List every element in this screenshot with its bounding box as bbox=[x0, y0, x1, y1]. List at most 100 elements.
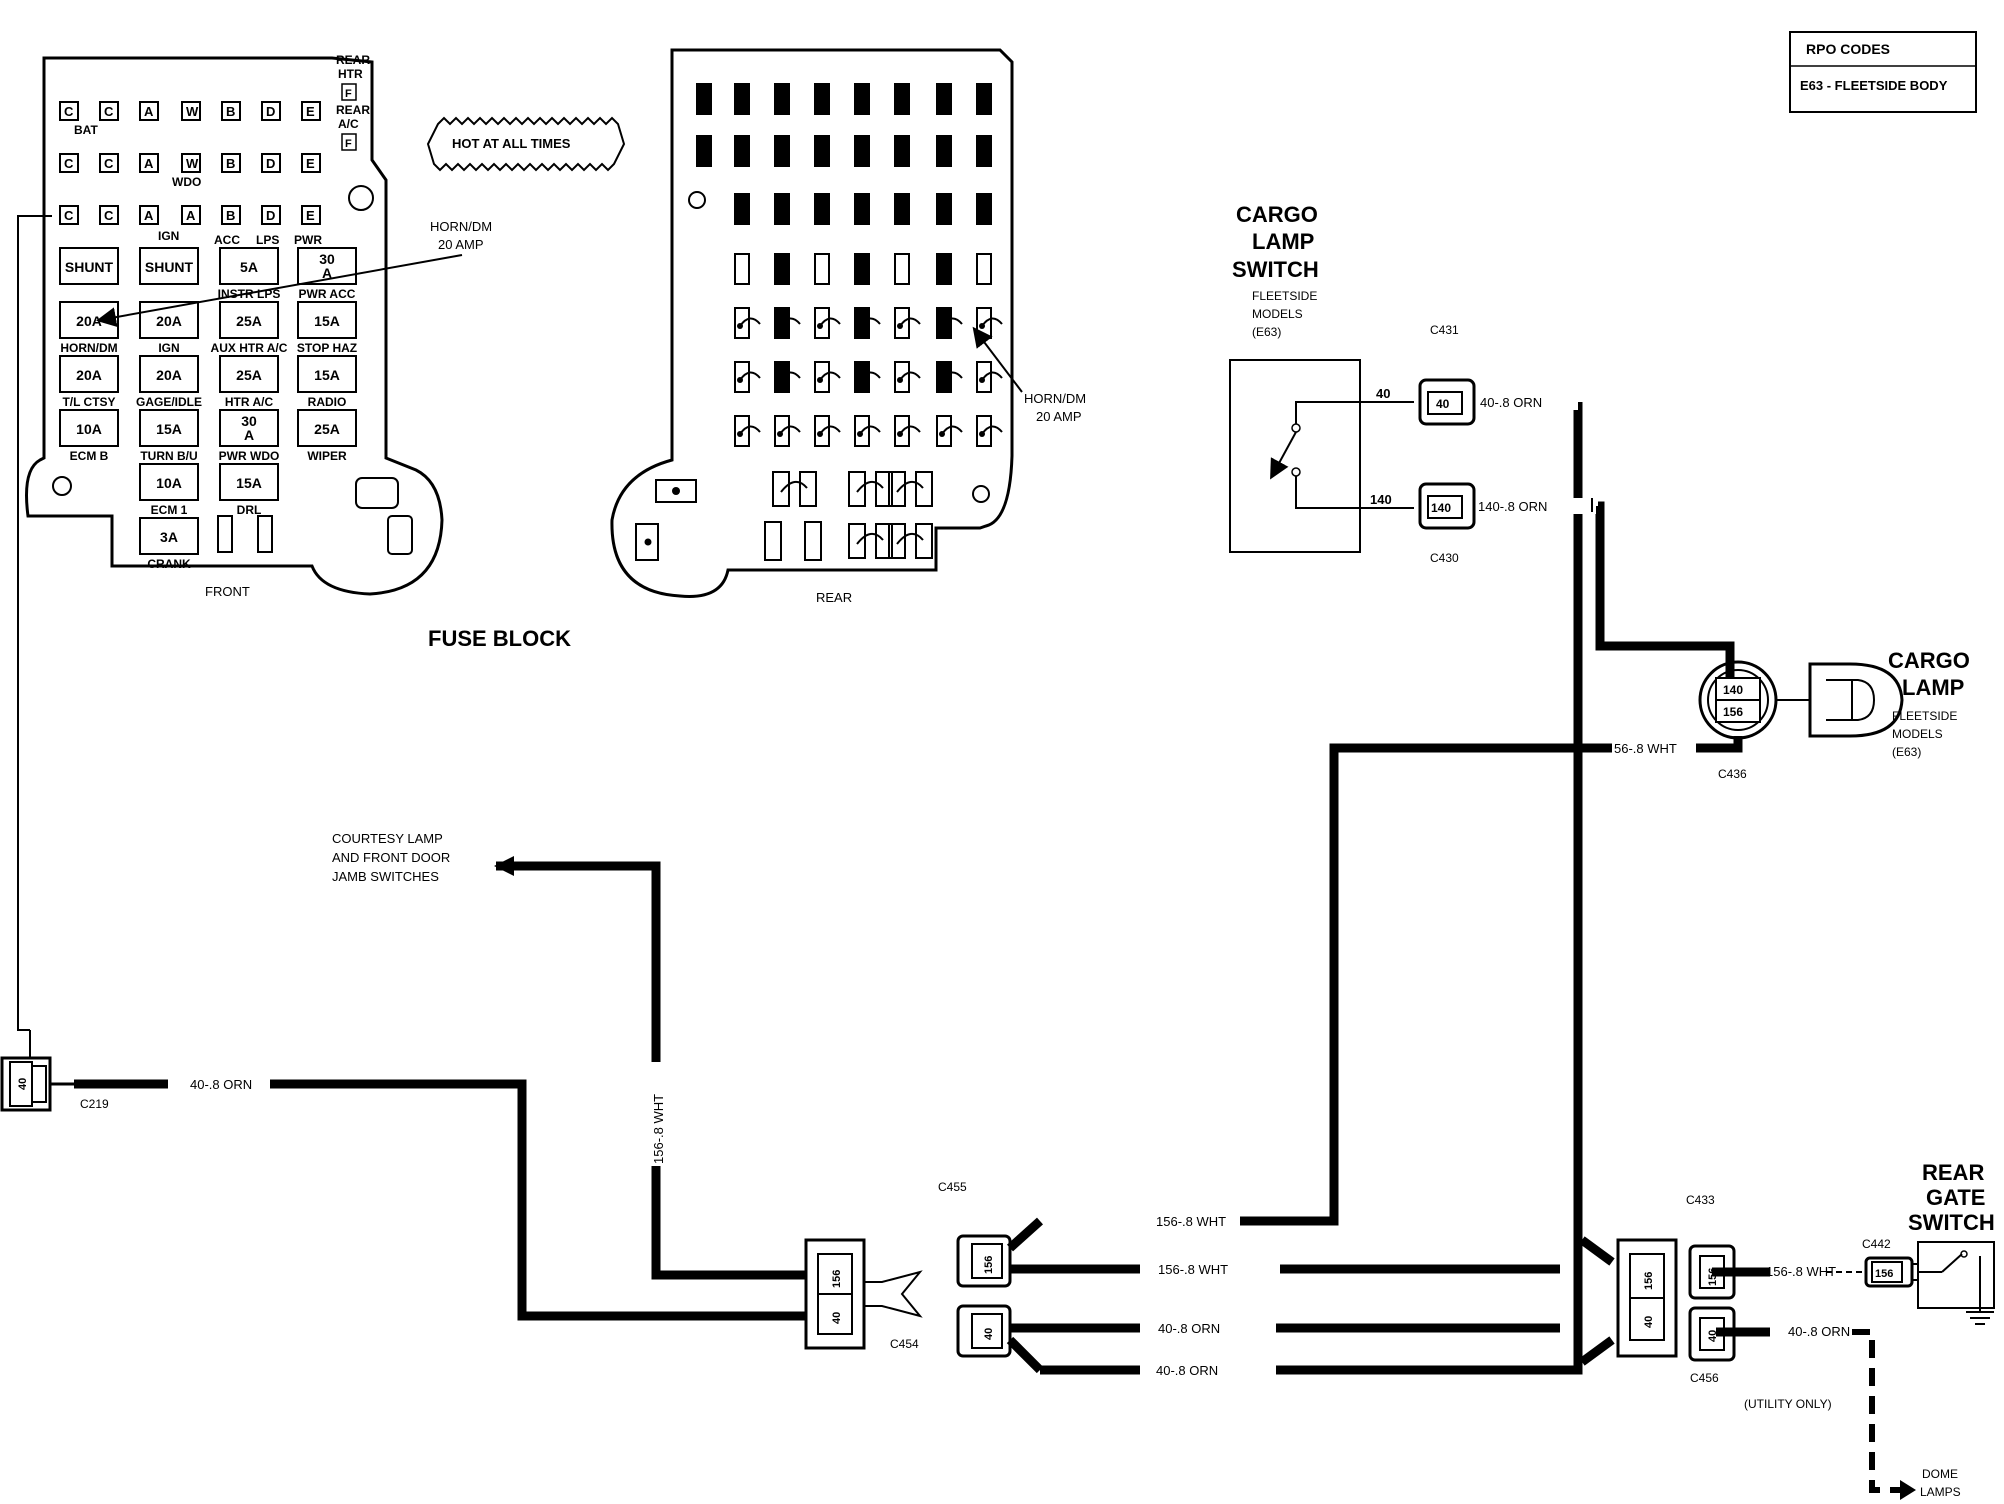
terminal-group-label: WDO bbox=[172, 175, 201, 189]
rear-terminal bbox=[936, 361, 963, 393]
rear-terminal bbox=[774, 307, 801, 339]
switch-note-1: FLEETSIDE bbox=[1252, 289, 1317, 303]
terminal-group-label: ACC bbox=[214, 233, 240, 247]
fuse-rating: 10A bbox=[156, 475, 182, 491]
lamp-title-2: LAMP bbox=[1902, 675, 1964, 700]
rear-terminal bbox=[814, 253, 830, 285]
terminal-A: A bbox=[139, 153, 159, 173]
rear-terminal bbox=[854, 253, 870, 285]
rear-ac-label-2: A/C bbox=[338, 117, 359, 131]
fuse-circuit-label: CRANK bbox=[147, 557, 191, 571]
terminal-C: C bbox=[99, 205, 119, 225]
fuse-rating: 25A bbox=[314, 421, 340, 437]
lamp-title-1: CARGO bbox=[1888, 648, 1970, 673]
c219-pin: 40 bbox=[17, 1078, 29, 1090]
hot-label-text: HOT AT ALL TIMES bbox=[452, 136, 571, 151]
terminal-group-label: LPS bbox=[256, 233, 279, 247]
rear-terminal bbox=[894, 193, 910, 225]
fuse-rating: 20A bbox=[76, 367, 102, 383]
c430-pin: 140 bbox=[1431, 501, 1451, 515]
c455-breakouts bbox=[1006, 1217, 1615, 1374]
terminal-letter: A bbox=[144, 208, 154, 223]
rear-terminal bbox=[976, 193, 992, 225]
switch-title-2: LAMP bbox=[1252, 229, 1314, 254]
terminal-C: C bbox=[59, 153, 79, 173]
c433-label: C433 bbox=[1686, 1193, 1715, 1207]
rear-terminal bbox=[734, 83, 750, 115]
rear-terminal bbox=[814, 193, 830, 225]
terminal-D: D bbox=[261, 101, 281, 121]
fuse-rating: 15A bbox=[314, 313, 340, 329]
rear-terminal bbox=[774, 193, 790, 225]
fuse-circuit-label: AUX HTR A/C bbox=[211, 341, 288, 355]
terminal-W: W bbox=[181, 101, 201, 121]
hot-at-all-times-label: HOT AT ALL TIMES bbox=[426, 116, 626, 172]
rear-terminal bbox=[854, 83, 870, 115]
rear-htr-label-2: HTR bbox=[338, 67, 363, 81]
fuse-circuit-label: GAGE/IDLE bbox=[136, 395, 202, 409]
rear-terminal bbox=[894, 415, 921, 447]
label-56-wht: 56-.8 WHT bbox=[1614, 741, 1677, 756]
rear-label: REAR bbox=[816, 590, 852, 605]
label-40-orn-c219: 40-.8 ORN bbox=[190, 1077, 252, 1092]
rear-terminal bbox=[814, 135, 830, 167]
rear-terminal bbox=[814, 83, 830, 115]
fuse-rating: 15A bbox=[236, 475, 262, 491]
front-fuse-grid: SHUNTSHUNT5AINSTR LPS30APWR ACC20AHORN/D… bbox=[59, 247, 357, 571]
fuse-rating: 20A bbox=[156, 313, 182, 329]
rear-terminal bbox=[936, 135, 952, 167]
label-156-wht-c455a: 156-.8 WHT bbox=[1156, 1214, 1226, 1229]
connector-c219: 40 C219 bbox=[0, 1030, 109, 1112]
lamp-note-2: MODELS bbox=[1892, 727, 1943, 741]
rear-terminal bbox=[774, 415, 801, 447]
terminal-letter: E bbox=[306, 104, 315, 119]
rear-terminal bbox=[894, 361, 921, 393]
lamp-pin-140: 140 bbox=[1723, 683, 1743, 697]
rear-terminal bbox=[814, 415, 841, 447]
fuse-rating: 10A bbox=[76, 421, 102, 437]
terminal-D: D bbox=[261, 205, 281, 225]
dome-line2: LAMPS bbox=[1920, 1485, 1961, 1499]
terminal-C: C bbox=[59, 101, 79, 121]
c433-pin-40: 40 bbox=[1707, 1330, 1719, 1342]
rear-terminal bbox=[936, 193, 952, 225]
switch-pin-40: 40 bbox=[1376, 386, 1390, 401]
rpo-code: E63 - FLEETSIDE BODY bbox=[1800, 78, 1948, 93]
c442-pin: 156 bbox=[1875, 1268, 1893, 1280]
terminal-letter: A bbox=[186, 208, 196, 223]
rear-terminal bbox=[894, 253, 910, 285]
rear-fuse-block: REAR bbox=[610, 48, 1014, 605]
label-40-orn-c455b: 40-.8 ORN bbox=[1156, 1363, 1218, 1378]
rear-lower-terminal bbox=[848, 523, 893, 559]
rear-terminal-grid bbox=[696, 83, 1003, 561]
rear-terminal bbox=[814, 361, 841, 393]
fuse-circuit-label: IGN bbox=[158, 341, 179, 355]
terminal-letter: C bbox=[64, 208, 74, 223]
rear-terminal bbox=[894, 83, 910, 115]
terminal-group-label: IGN bbox=[158, 229, 179, 243]
terminal-group-label: BAT bbox=[74, 123, 98, 137]
fuse-circuit-label: ECM 1 bbox=[151, 503, 188, 517]
rear-terminal bbox=[976, 253, 992, 285]
switch-title-3: SWITCH bbox=[1232, 257, 1319, 282]
rear-terminal bbox=[774, 361, 801, 393]
rear-callout-line1: HORN/DM bbox=[1024, 391, 1086, 406]
rear-terminal bbox=[854, 415, 881, 447]
switch-title-1: CARGO bbox=[1236, 202, 1318, 227]
rpo-title: RPO CODES bbox=[1806, 41, 1890, 57]
rear-terminal bbox=[734, 307, 761, 339]
fuse-rating: 30 bbox=[241, 413, 257, 429]
rear-terminal bbox=[734, 415, 761, 447]
utility-only-note: (UTILITY ONLY) bbox=[1744, 1397, 1832, 1411]
terminal-letter: C bbox=[104, 156, 114, 171]
harness-wires bbox=[74, 402, 1770, 1375]
terminal-A: A bbox=[181, 205, 201, 225]
connector-c431: C431 40 bbox=[1418, 323, 1476, 426]
terminal-letter: W bbox=[186, 156, 199, 171]
